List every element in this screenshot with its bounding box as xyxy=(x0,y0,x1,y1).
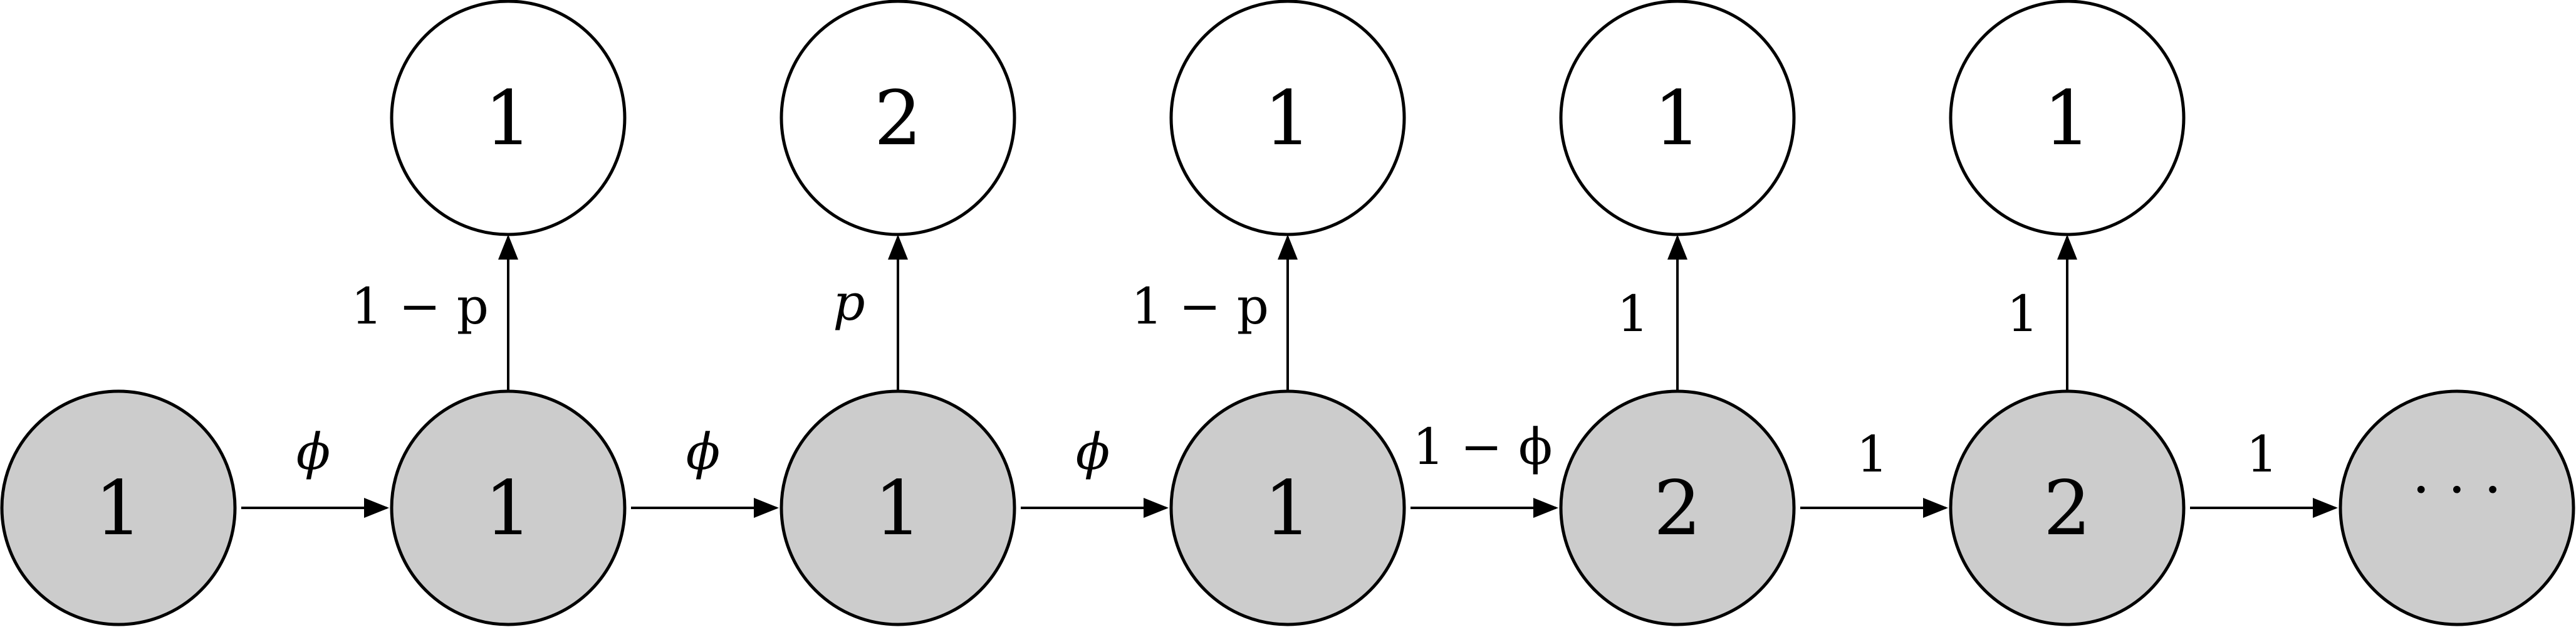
h-edge-label-2: ϕ xyxy=(686,423,721,481)
v-edge-label-1: 1 − p xyxy=(351,277,489,335)
top-node-label-5: 1 xyxy=(2043,75,2091,162)
top-node-label-1: 1 xyxy=(484,75,532,162)
v-edge-label-4: 1 xyxy=(1617,285,1649,343)
top-node-label-4: 1 xyxy=(1654,75,1701,162)
top-node-1: 1 xyxy=(390,0,627,236)
bottom-row-nodes: 1 1 1 1 2 2 · · · xyxy=(0,389,2575,626)
bottom-node-label-3: 1 xyxy=(874,465,922,552)
bottom-node-5: 2 xyxy=(1559,389,1796,626)
h-edge-label-1: ϕ xyxy=(296,423,331,481)
bottom-node-label-6: 2 xyxy=(2043,465,2091,552)
h-edge-label-5: 1 xyxy=(1857,425,1889,483)
top-node-2: 2 xyxy=(780,0,1016,236)
bottom-node-label-ellipsis: · · · xyxy=(2412,457,2501,523)
h-edge-label-4: 1 − ϕ xyxy=(1412,418,1552,476)
bottom-node-1: 1 xyxy=(0,389,237,626)
bottom-node-6: 2 xyxy=(1949,389,2186,626)
bottom-node-label-5: 2 xyxy=(1654,465,1701,552)
top-node-label-2: 2 xyxy=(874,75,922,162)
top-node-5: 1 xyxy=(1949,0,2186,236)
h-edge-label-6: 1 xyxy=(2246,425,2278,483)
top-row-nodes: 1 2 1 1 1 xyxy=(390,0,2186,236)
bottom-node-ellipsis: · · · xyxy=(2339,389,2575,626)
top-node-label-3: 1 xyxy=(1264,75,1311,162)
bottom-node-4: 1 xyxy=(1169,389,1406,626)
horizontal-edges: ϕ ϕ ϕ 1 − ϕ 1 1 xyxy=(241,418,2338,518)
bottom-node-label-4: 1 xyxy=(1264,465,1311,552)
h-edge-label-3: ϕ xyxy=(1076,423,1110,481)
top-node-4: 1 xyxy=(1559,0,1796,236)
bottom-node-3: 1 xyxy=(780,389,1016,626)
vertical-edges: 1 − p p 1 − p 1 1 xyxy=(351,234,2077,390)
bottom-node-2: 1 xyxy=(390,389,627,626)
top-node-3: 1 xyxy=(1169,0,1406,236)
v-edge-label-3: 1 − p xyxy=(1131,277,1269,335)
v-edge-label-5: 1 xyxy=(2007,285,2039,343)
v-edge-label-2: p xyxy=(833,273,865,332)
bottom-node-label-1: 1 xyxy=(95,465,142,552)
bottom-node-label-2: 1 xyxy=(484,465,532,552)
